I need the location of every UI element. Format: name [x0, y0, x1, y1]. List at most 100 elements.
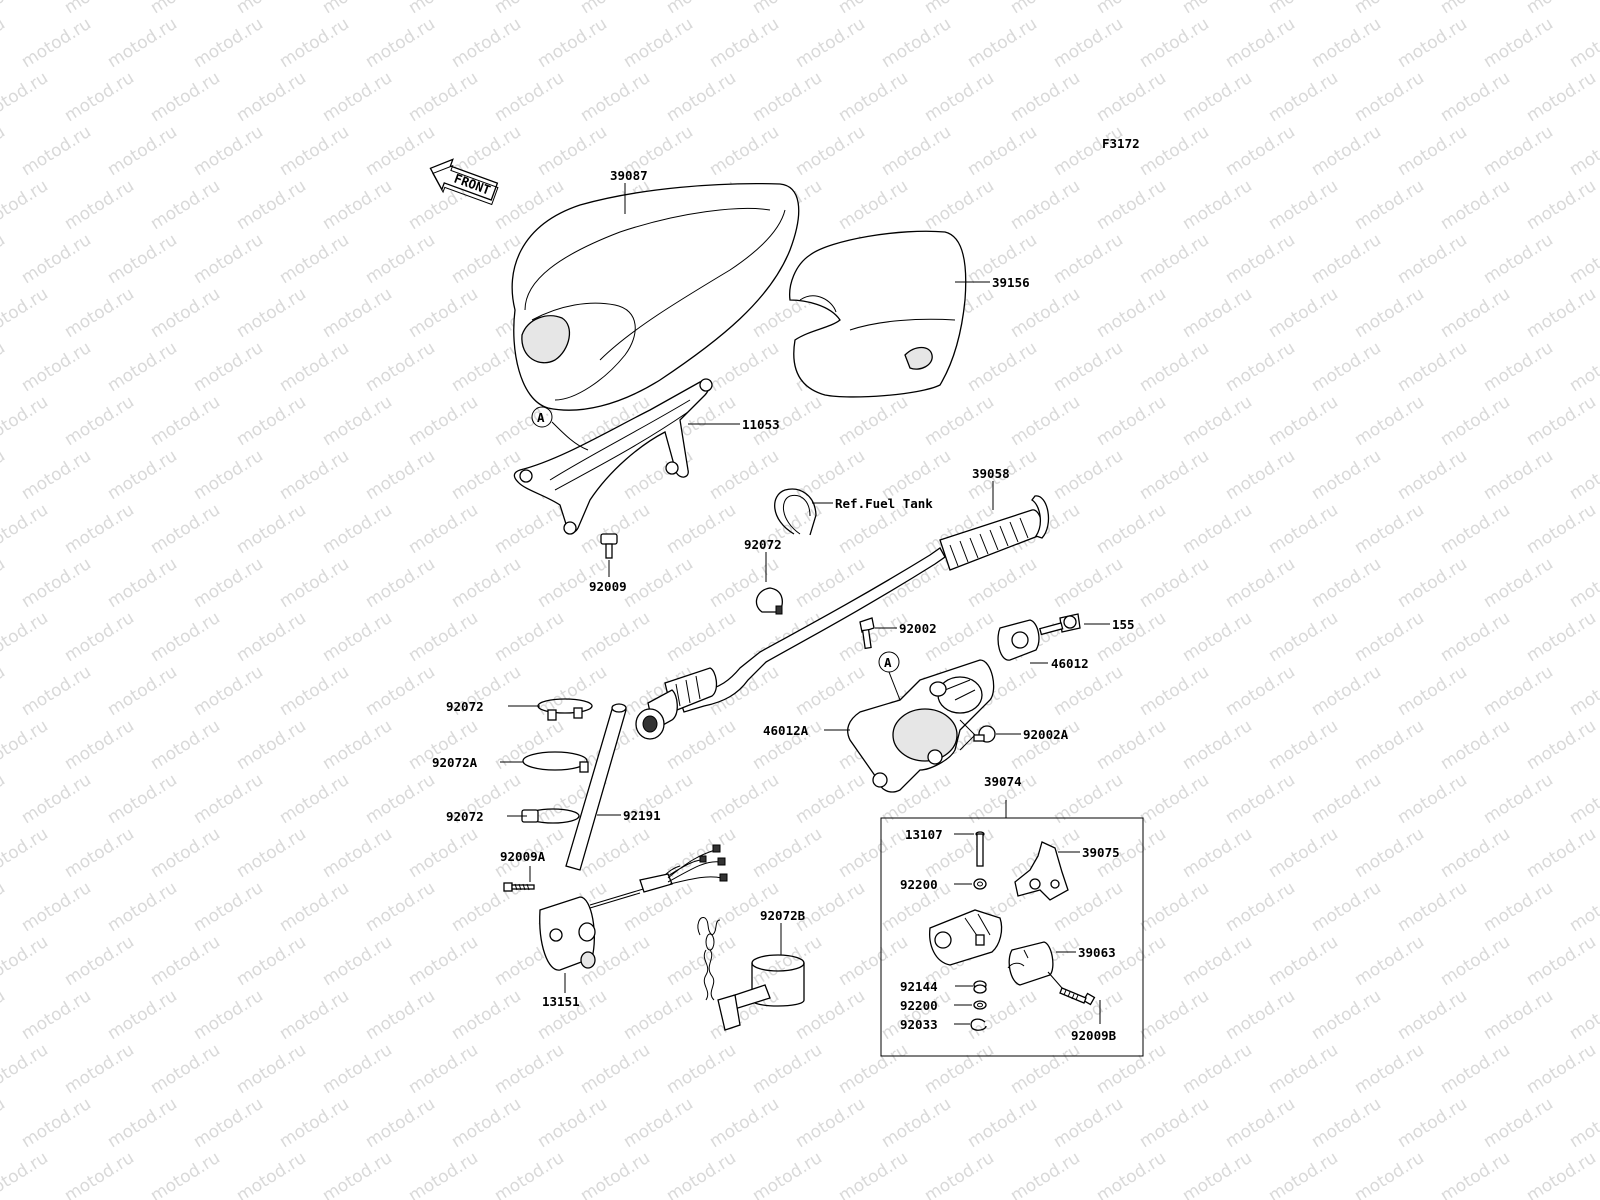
- watermark-text: motod.ru: [276, 554, 353, 612]
- watermark-text: motod.ru: [0, 824, 52, 882]
- watermark-text: motod.ru: [534, 14, 611, 72]
- watermark-text: motod.ru: [1265, 284, 1342, 342]
- watermark-text: motod.ru: [319, 284, 396, 342]
- watermark-text: motod.ru: [921, 0, 998, 18]
- watermark-text: motod.ru: [147, 500, 224, 558]
- watermark-text: motod.ru: [61, 284, 138, 342]
- watermark-text: motod.ru: [362, 878, 439, 936]
- watermark-text: motod.ru: [1523, 716, 1600, 774]
- watermark-text: motod.ru: [1222, 122, 1299, 180]
- watermark-text: motod.ru: [620, 1094, 697, 1152]
- watermark-text: motod.ru: [18, 1094, 95, 1152]
- watermark-text: motod.ru: [405, 824, 482, 882]
- label-46012: 46012: [1051, 656, 1089, 671]
- watermark-text: motod.ru: [0, 878, 9, 936]
- clamp-46012a-part: [847, 659, 995, 793]
- watermark-text: motod.ru: [1265, 392, 1342, 450]
- watermark-text: motod.ru: [663, 500, 740, 558]
- label-92072-a: 92072: [446, 699, 484, 714]
- watermark-text: motod.ru: [1394, 662, 1471, 720]
- watermark-text: motod.ru: [1136, 662, 1213, 720]
- watermark-text: motod.ru: [964, 986, 1041, 1044]
- watermark-text: motod.ru: [1394, 986, 1471, 1044]
- spring-92144-part: [973, 980, 987, 994]
- watermark-text: motod.ru: [1566, 14, 1600, 72]
- watermark-text: motod.ru: [1222, 878, 1299, 936]
- watermark-text: motod.ru: [147, 0, 224, 18]
- figure-code: F3172: [1102, 136, 1140, 151]
- watermark-text: motod.ru: [18, 338, 95, 396]
- watermark-text: motod.ru: [0, 176, 52, 234]
- lever-39075-part: [1014, 841, 1069, 901]
- watermark-text: motod.ru: [663, 1148, 740, 1200]
- watermark-text: motod.ru: [1136, 554, 1213, 612]
- watermark-text: motod.ru: [1222, 1094, 1299, 1152]
- watermark-text: motod.ru: [233, 176, 310, 234]
- watermark-text: motod.ru: [0, 1094, 9, 1152]
- watermark-text: motod.ru: [1050, 1094, 1127, 1152]
- watermark-text: motod.ru: [362, 446, 439, 504]
- watermark-text: motod.ru: [1394, 122, 1471, 180]
- watermark-text: motod.ru: [577, 1148, 654, 1200]
- watermark-text: motod.ru: [18, 986, 95, 1044]
- watermark-text: motod.ru: [835, 824, 912, 882]
- watermark-text: motod.ru: [1480, 1094, 1557, 1152]
- watermark-text: motod.ru: [1179, 1148, 1256, 1200]
- watermark-text: motod.ru: [147, 1148, 224, 1200]
- watermark-text: motod.ru: [1437, 1148, 1514, 1200]
- watermark-text: motod.ru: [1480, 554, 1557, 612]
- watermark-text: motod.ru: [0, 14, 9, 72]
- pin-13107-part: [975, 831, 985, 867]
- watermark-text: motod.ru: [1566, 878, 1600, 936]
- label-13107: 13107: [905, 827, 943, 842]
- watermark-text: motod.ru: [1007, 284, 1084, 342]
- watermark-text: motod.ru: [1351, 824, 1428, 882]
- watermark-text: motod.ru: [1136, 878, 1213, 936]
- washer-92200-a-part: [973, 878, 987, 890]
- watermark-text: motod.ru: [1308, 986, 1385, 1044]
- watermark-text: motod.ru: [706, 14, 783, 72]
- label-92072b: 92072B: [760, 908, 806, 923]
- watermark-text: motod.ru: [362, 338, 439, 396]
- watermark-text: motod.ru: [1265, 1148, 1342, 1200]
- label-39087: 39087: [610, 168, 648, 183]
- watermark-text: motod.ru: [61, 716, 138, 774]
- watermark-text: motod.ru: [1222, 230, 1299, 288]
- watermark-text: motod.ru: [1437, 716, 1514, 774]
- watermark-text: motod.ru: [190, 14, 267, 72]
- watermark-text: motod.ru: [1179, 284, 1256, 342]
- watermark-text: motod.ru: [1007, 176, 1084, 234]
- watermark-text: motod.ru: [147, 932, 224, 990]
- watermark-text: motod.ru: [577, 0, 654, 18]
- watermark-text: motod.ru: [319, 824, 396, 882]
- watermark-text: motod.ru: [362, 230, 439, 288]
- watermark-text: motod.ru: [104, 662, 181, 720]
- watermark-text: motod.ru: [1222, 662, 1299, 720]
- bolt-92002a-part: [973, 725, 996, 743]
- watermark-text: motod.ru: [61, 1040, 138, 1098]
- watermark-text: motod.ru: [534, 122, 611, 180]
- watermark-text: motod.ru: [0, 554, 9, 612]
- watermark-text: motod.ru: [1136, 122, 1213, 180]
- label-92072a: 92072A: [432, 755, 478, 770]
- watermark-text: motod.ru: [405, 1148, 482, 1200]
- watermark-text: motod.ru: [104, 14, 181, 72]
- watermark-text: motod.ru: [1351, 68, 1428, 126]
- watermark-text: motod.ru: [706, 446, 783, 504]
- watermark-text: motod.ru: [405, 392, 482, 450]
- watermark-text: motod.ru: [1394, 878, 1471, 936]
- watermark-text: motod.ru: [405, 1040, 482, 1098]
- watermark-text: motod.ru: [1308, 554, 1385, 612]
- watermark-text: motod.ru: [319, 176, 396, 234]
- watermark-text: motod.ru: [147, 68, 224, 126]
- watermark-text: motod.ru: [1222, 554, 1299, 612]
- watermark-text: motod.ru: [448, 14, 525, 72]
- watermark-text: motod.ru: [1566, 230, 1600, 288]
- watermark-text: motod.ru: [1007, 68, 1084, 126]
- watermark-text: motod.ru: [921, 176, 998, 234]
- watermark-text: motod.ru: [1050, 14, 1127, 72]
- watermark-text: motod.ru: [1179, 608, 1256, 666]
- watermark-text: motod.ru: [0, 0, 52, 18]
- watermark-text: motod.ru: [706, 770, 783, 828]
- watermark-text: motod.ru: [663, 932, 740, 990]
